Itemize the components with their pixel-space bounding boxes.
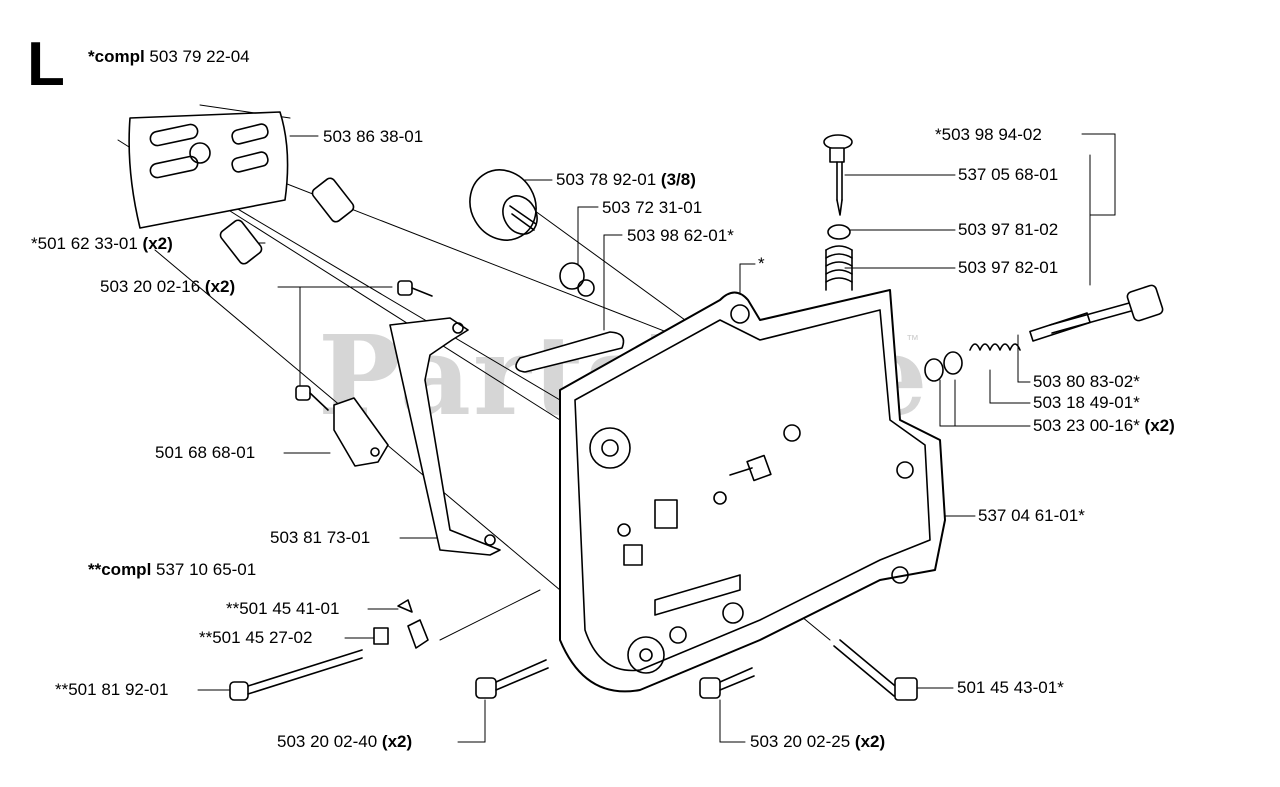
label-503-81-73-01: 503 81 73-01 bbox=[270, 528, 371, 547]
leader-lines bbox=[197, 133, 1116, 743]
label-503-23-00-16: 503 23 00-16* (x2) bbox=[1033, 416, 1175, 435]
section-letter: L bbox=[27, 30, 65, 99]
label-503-97-81-02: 503 97 81-02 bbox=[958, 220, 1059, 239]
label-503-98-62-01: 503 98 62-01* bbox=[627, 226, 734, 245]
label-501-62-33-01: *501 62 33-01 (x2) bbox=[31, 234, 173, 253]
housing bbox=[559, 289, 946, 693]
oil-cap bbox=[469, 169, 538, 241]
label-compl-1: *compl 503 79 22-04 bbox=[88, 47, 250, 66]
label-537-04-61-01: 537 04 61-01* bbox=[978, 506, 1085, 525]
label-503-18-49-01: 503 18 49-01* bbox=[1033, 393, 1140, 412]
bolts bbox=[295, 280, 918, 701]
label-503-20-02-16: 503 20 02-16 (x2) bbox=[100, 277, 236, 296]
label-503-78-92-01: 503 78 92-01 (3/8) bbox=[556, 170, 696, 189]
guide-plate bbox=[128, 111, 289, 229]
label-compl-2: **compl 537 10 65-01 bbox=[88, 560, 257, 579]
label-503-97-82-01: 503 97 82-01 bbox=[958, 258, 1059, 277]
pins bbox=[219, 177, 355, 265]
label-503-86-38-01: 503 86 38-01 bbox=[323, 127, 424, 146]
stud bbox=[559, 262, 595, 297]
label-501-81-92-01: **501 81 92-01 bbox=[55, 680, 169, 699]
label-503-20-02-40: 503 20 02-40 (x2) bbox=[277, 732, 413, 751]
label-501-45-27-02: **501 45 27-02 bbox=[199, 628, 313, 647]
label-501-45-43-01: 501 45 43-01* bbox=[957, 678, 1064, 697]
label-503-72-31-01: 503 72 31-01 bbox=[602, 198, 703, 217]
adjust-screw bbox=[823, 134, 853, 291]
label-503-98-94-02: *503 98 94-02 bbox=[935, 125, 1042, 144]
label-537-05-68-01: 537 05 68-01 bbox=[958, 165, 1059, 184]
label-503-80-83-02: 503 80 83-02* bbox=[1033, 372, 1140, 391]
pump-shaft bbox=[924, 284, 1164, 382]
label-503-20-02-25: 503 20 02-25 (x2) bbox=[750, 732, 886, 751]
watermark-tm: ™ bbox=[906, 332, 919, 347]
lever bbox=[515, 331, 625, 373]
label-501-45-41-01: **501 45 41-01 bbox=[226, 599, 340, 618]
label-501-68-68-01: 501 68 68-01 bbox=[155, 443, 256, 462]
tensioner bbox=[229, 599, 429, 701]
label-star: * bbox=[758, 254, 765, 273]
clamp-and-cover bbox=[333, 317, 501, 556]
